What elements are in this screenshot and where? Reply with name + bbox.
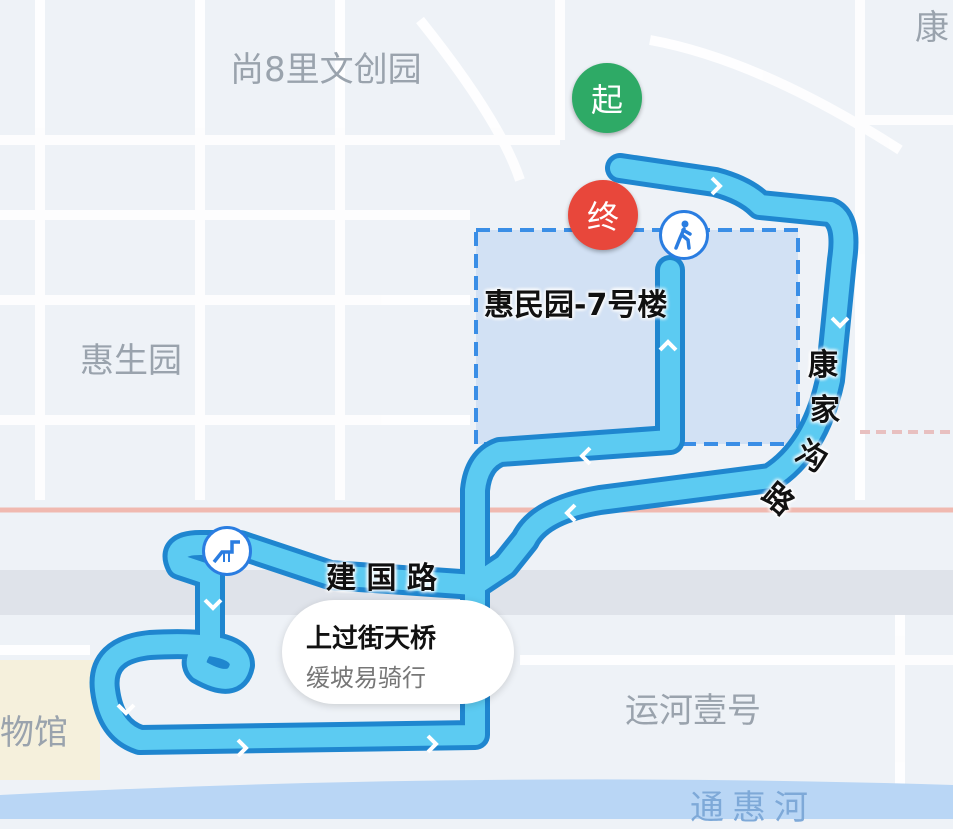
callout-title: 上过街天桥 <box>306 624 437 654</box>
tonghui-river <box>0 779 953 819</box>
poi-huishengyuan: 惠生园 <box>80 341 182 381</box>
streets <box>0 0 953 790</box>
callout-subtitle: 缓坡易骑行 <box>306 664 426 692</box>
destination-area <box>474 228 800 446</box>
route-arrows <box>116 176 850 758</box>
road-jianguo: 建 国 路 <box>326 561 437 596</box>
poi-museum: 物馆 <box>0 713 68 753</box>
road-kangjiagou-2: 家 <box>810 393 840 428</box>
start-marker[interactable]: 起 <box>572 63 642 133</box>
poi-kang-partial: 康 <box>915 8 949 48</box>
road-kangjiagou-1: 康 <box>808 348 838 383</box>
walk-icon[interactable] <box>659 210 709 260</box>
overpass-icon[interactable] <box>202 526 252 576</box>
end-marker-label: 终 <box>586 198 619 236</box>
poi-yunhe: 运河壹号 <box>625 691 761 731</box>
destination-label: 惠民园-7号楼 <box>484 288 668 323</box>
start-marker-label: 起 <box>590 81 623 119</box>
poi-tonghuihe: 通惠河 <box>690 788 816 828</box>
museum-area <box>0 660 100 780</box>
poi-shang8: 尚8里文创园 <box>230 50 422 90</box>
overpass-callout[interactable]: 上过街天桥 缓坡易骑行 <box>282 600 514 704</box>
end-marker[interactable]: 终 <box>568 180 638 250</box>
